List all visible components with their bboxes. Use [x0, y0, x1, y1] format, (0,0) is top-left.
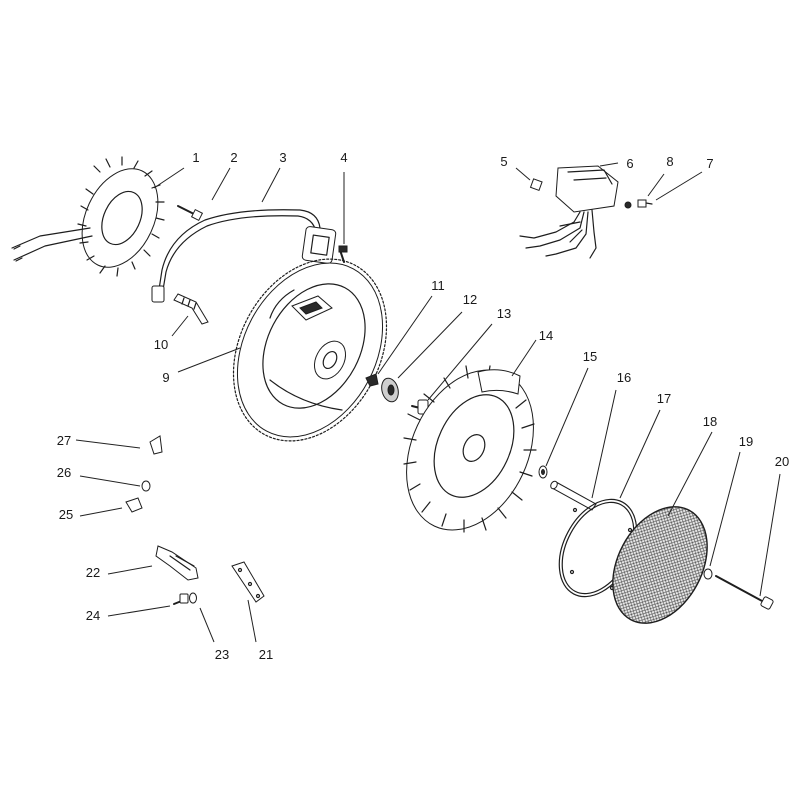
label-6: 6 — [626, 156, 633, 171]
nut-5 — [529, 178, 543, 192]
clip-27 — [149, 435, 163, 455]
label-1: 1 — [192, 150, 199, 165]
lever-22 — [155, 545, 199, 581]
label-25: 25 — [59, 507, 73, 522]
label-23: 23 — [215, 647, 229, 662]
label-8: 8 — [666, 154, 673, 169]
label-26: 26 — [57, 465, 71, 480]
label-19: 19 — [739, 434, 753, 449]
cooling-fan — [403, 365, 537, 533]
label-7: 7 — [706, 156, 713, 171]
label-18: 18 — [703, 414, 717, 429]
screw-4 — [338, 245, 348, 263]
label-2: 2 — [230, 150, 237, 165]
ignition-lead — [151, 209, 337, 303]
label-5: 5 — [500, 154, 507, 169]
flywheel — [232, 258, 388, 442]
bracket-21 — [231, 561, 265, 603]
bolt-20 — [715, 575, 774, 610]
screw-2 — [177, 205, 204, 222]
washer-19 — [703, 568, 713, 580]
screw-7 — [637, 199, 653, 208]
rotating-screen — [612, 506, 708, 624]
spark-plug — [173, 293, 209, 325]
label-17: 17 — [657, 391, 671, 406]
label-13: 13 — [497, 306, 511, 321]
label-15: 15 — [583, 349, 597, 364]
label-27: 27 — [57, 433, 71, 448]
clip-25 — [125, 497, 143, 513]
label-14: 14 — [539, 328, 553, 343]
label-4: 4 — [340, 150, 347, 165]
label-12: 12 — [463, 292, 477, 307]
label-9: 9 — [162, 370, 169, 385]
label-16: 16 — [617, 370, 631, 385]
washer-12 — [381, 377, 399, 403]
washer-23 — [189, 592, 197, 604]
label-22: 22 — [86, 565, 100, 580]
label-11: 11 — [431, 278, 445, 293]
label-3: 3 — [279, 150, 286, 165]
washer-8 — [624, 201, 632, 209]
grommet-26 — [141, 480, 151, 492]
callout-labels: 1 2 3 4 5 6 7 8 9 10 11 12 13 14 15 16 1… — [57, 150, 789, 662]
key-11 — [365, 373, 379, 387]
rectifier-regulator — [519, 165, 619, 259]
screw-24 — [173, 593, 189, 605]
label-24: 24 — [86, 608, 100, 623]
label-10: 10 — [154, 337, 168, 352]
spacer-16 — [550, 480, 597, 511]
label-20: 20 — [775, 454, 789, 469]
washer-15 — [538, 465, 548, 479]
stator — [11, 156, 165, 277]
leader-lines — [75, 162, 781, 643]
label-21: 21 — [259, 647, 273, 662]
